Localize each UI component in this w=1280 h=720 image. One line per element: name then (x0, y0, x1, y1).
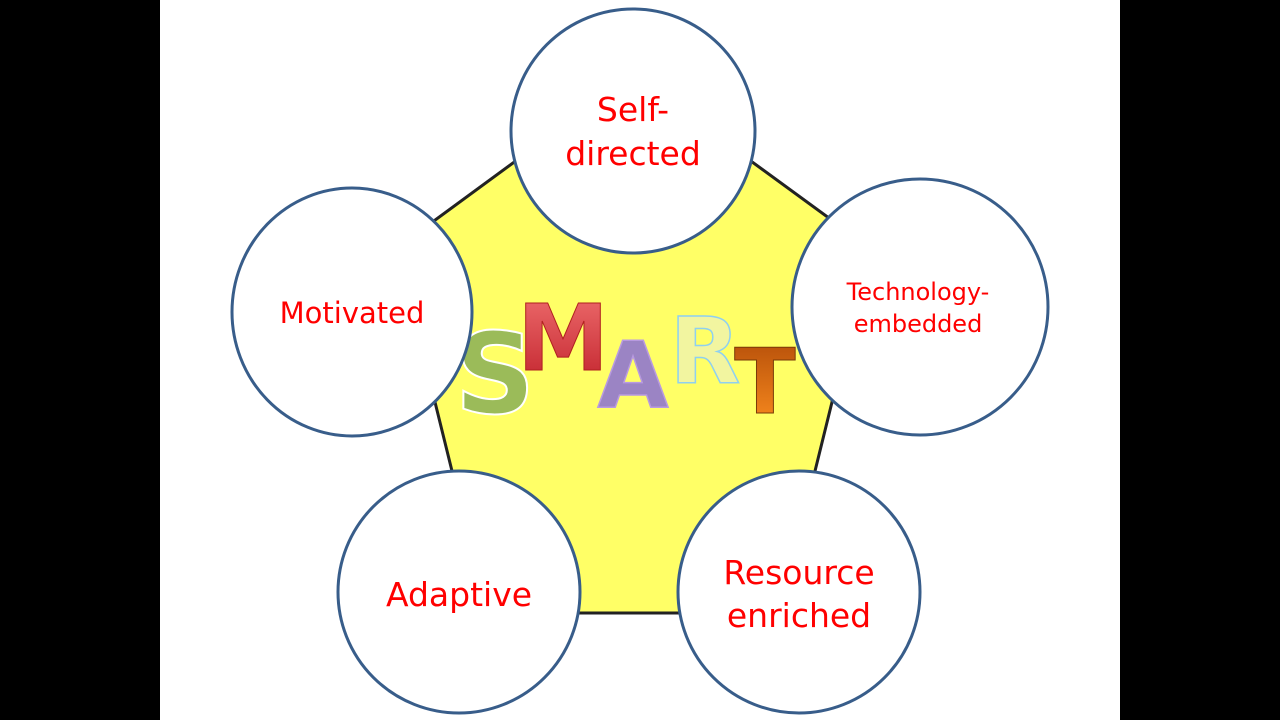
node-label: Technology- (846, 278, 990, 306)
smart-title: S M A R T (454, 285, 797, 442)
node-adaptive: Adaptive (336, 469, 582, 715)
node-technology-embedded: Technology- embedded (790, 177, 1050, 437)
letter-a: A (597, 322, 668, 429)
node-label: directed (565, 134, 701, 173)
node-label: enriched (727, 596, 871, 635)
node-label: embedded (854, 310, 983, 338)
node-self-directed: Self- directed (509, 7, 757, 255)
node-label: Adaptive (386, 575, 532, 614)
node-label: Motivated (280, 296, 425, 330)
letter-r: R (670, 298, 741, 405)
letter-t: T (734, 330, 795, 435)
node-label: Self- (597, 90, 669, 129)
node-motivated: Motivated (230, 186, 474, 438)
letter-m: M (517, 285, 609, 392)
node-resource-enriched: Resource enriched (676, 469, 922, 715)
node-label: Resource (723, 553, 874, 592)
